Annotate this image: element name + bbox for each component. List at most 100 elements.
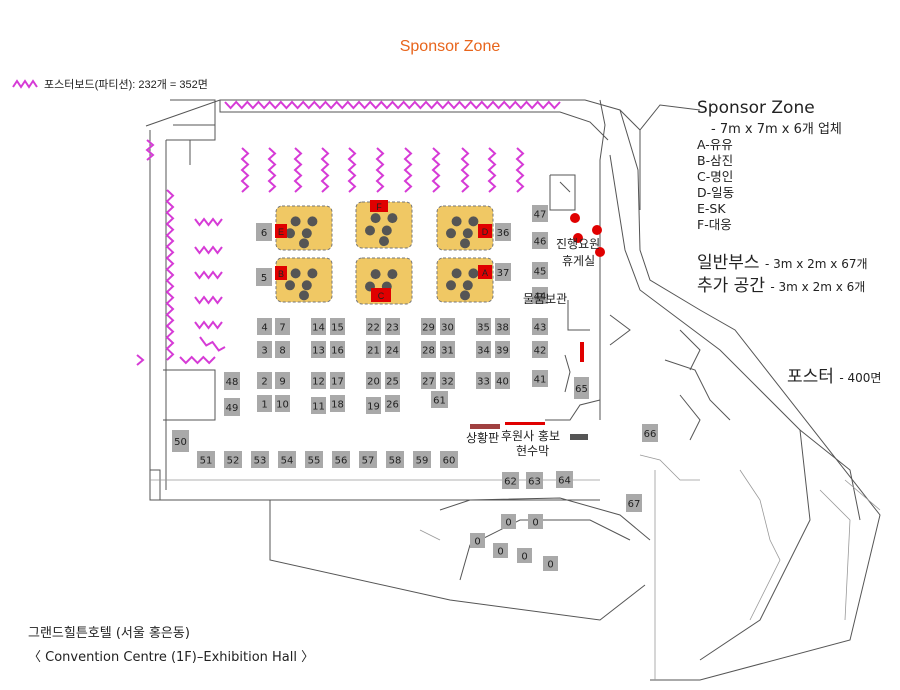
booth[interactable]: 14 xyxy=(311,318,326,335)
sponsor-block[interactable]: D xyxy=(436,205,494,251)
booth[interactable]: 29 xyxy=(421,318,436,335)
booth[interactable]: 37 xyxy=(495,263,511,281)
booth[interactable]: 12 xyxy=(311,372,326,389)
booth[interactable]: 8 xyxy=(275,341,290,358)
booth[interactable]: 48 xyxy=(224,372,240,390)
booth[interactable]: 13 xyxy=(311,341,326,358)
booth-box xyxy=(278,451,296,468)
booth[interactable]: 21 xyxy=(366,341,381,358)
booth[interactable]: 38 xyxy=(495,318,510,335)
booth[interactable]: 0 xyxy=(493,543,508,558)
booth[interactable]: 18 xyxy=(330,395,345,412)
sponsor-block[interactable]: B xyxy=(275,257,333,303)
booth[interactable]: 61 xyxy=(431,391,448,408)
booth-number: 0 xyxy=(497,547,503,558)
booth[interactable]: 50 xyxy=(172,430,189,452)
booth[interactable]: 39 xyxy=(495,341,510,358)
booth[interactable]: 20 xyxy=(366,372,381,389)
booth[interactable]: 42 xyxy=(532,341,548,358)
booth[interactable]: 43 xyxy=(532,318,548,335)
booth-box xyxy=(495,223,511,241)
booth-number: 60 xyxy=(443,456,456,467)
booth[interactable]: 54 xyxy=(278,451,296,468)
booth[interactable]: 0 xyxy=(543,556,558,571)
booth[interactable]: 9 xyxy=(275,372,290,389)
sponsor-block[interactable]: A xyxy=(436,257,494,303)
booth[interactable]: 40 xyxy=(495,372,510,389)
staff-lounge-label: 진행요원 xyxy=(556,236,600,251)
sponsor-block[interactable]: F xyxy=(355,200,413,249)
booth[interactable]: 7 xyxy=(275,318,290,335)
booth[interactable]: 10 xyxy=(275,395,290,412)
booth-number: 32 xyxy=(441,377,454,388)
booth[interactable]: 1 xyxy=(257,395,272,412)
booth[interactable]: 23 xyxy=(385,318,400,335)
booth-number: 31 xyxy=(441,346,454,357)
booth[interactable]: 35 xyxy=(476,318,491,335)
booth[interactable]: 56 xyxy=(332,451,350,468)
booth-box xyxy=(502,472,519,489)
booth[interactable]: 49 xyxy=(224,398,240,416)
booth[interactable]: 46 xyxy=(532,232,548,249)
booth[interactable]: 64 xyxy=(556,471,573,488)
booth[interactable]: 26 xyxy=(385,395,400,412)
booth[interactable]: 67 xyxy=(626,494,642,512)
booth[interactable]: 57 xyxy=(359,451,377,468)
partition-line xyxy=(179,355,216,365)
booth[interactable]: 65 xyxy=(574,377,589,399)
booth[interactable]: 59 xyxy=(413,451,431,468)
booth[interactable]: 34 xyxy=(476,341,491,358)
booth[interactable]: 4 xyxy=(257,318,272,335)
booth[interactable]: 0 xyxy=(470,533,485,548)
booth[interactable]: 51 xyxy=(197,451,215,468)
booth[interactable]: 0 xyxy=(528,514,543,529)
booth-box xyxy=(366,318,381,335)
booth[interactable]: 44 xyxy=(532,287,548,304)
booth[interactable]: 53 xyxy=(251,451,269,468)
booth[interactable]: 47 xyxy=(532,205,548,222)
booth[interactable]: 19 xyxy=(366,397,381,414)
booth[interactable]: 60 xyxy=(440,451,458,468)
booth[interactable]: 16 xyxy=(330,341,345,358)
partition-line xyxy=(320,147,330,193)
booth-box xyxy=(275,395,290,412)
booth[interactable]: 41 xyxy=(532,370,548,387)
booth[interactable]: 15 xyxy=(330,318,345,335)
booth-box xyxy=(528,514,543,529)
booth[interactable]: 66 xyxy=(642,424,658,442)
booth-number: 14 xyxy=(312,323,325,334)
booth[interactable]: 17 xyxy=(330,372,345,389)
booth[interactable]: 3 xyxy=(257,341,272,358)
booth[interactable]: 25 xyxy=(385,372,400,389)
booth[interactable]: 63 xyxy=(526,472,543,489)
sponsor-block[interactable]: C xyxy=(355,257,413,305)
booth-box xyxy=(421,341,436,358)
booth[interactable]: 45 xyxy=(532,262,548,279)
sponsor-block[interactable]: E xyxy=(275,205,333,251)
booth[interactable]: 33 xyxy=(476,372,491,389)
booth[interactable]: 31 xyxy=(440,341,455,358)
booth[interactable]: 5 xyxy=(256,268,272,286)
booth[interactable]: 6 xyxy=(256,223,272,241)
booth[interactable]: 28 xyxy=(421,341,436,358)
booth-number: 44 xyxy=(534,292,547,303)
booth[interactable]: 27 xyxy=(421,372,436,389)
booth[interactable]: 62 xyxy=(502,472,519,489)
table-icon xyxy=(370,213,381,224)
booth[interactable]: 32 xyxy=(440,372,455,389)
booth[interactable]: 0 xyxy=(501,514,516,529)
booth[interactable]: 24 xyxy=(385,341,400,358)
booth[interactable]: 55 xyxy=(305,451,323,468)
sponsor-info: Sponsor Zone - 7m x 7m x 6개 업체 A-유유 B-삼진… xyxy=(697,98,842,233)
booth[interactable]: 52 xyxy=(224,451,242,468)
booth[interactable]: 30 xyxy=(440,318,455,335)
partition-line xyxy=(199,336,226,352)
booth[interactable]: 58 xyxy=(386,451,404,468)
booth[interactable]: 36 xyxy=(495,223,511,241)
booth[interactable]: 22 xyxy=(366,318,381,335)
partition-line xyxy=(240,147,250,193)
booth[interactable]: 0 xyxy=(517,548,532,563)
booth[interactable]: 11 xyxy=(311,397,326,414)
booth[interactable]: 2 xyxy=(257,372,272,389)
sponsor-item: D-일동 xyxy=(697,185,735,200)
